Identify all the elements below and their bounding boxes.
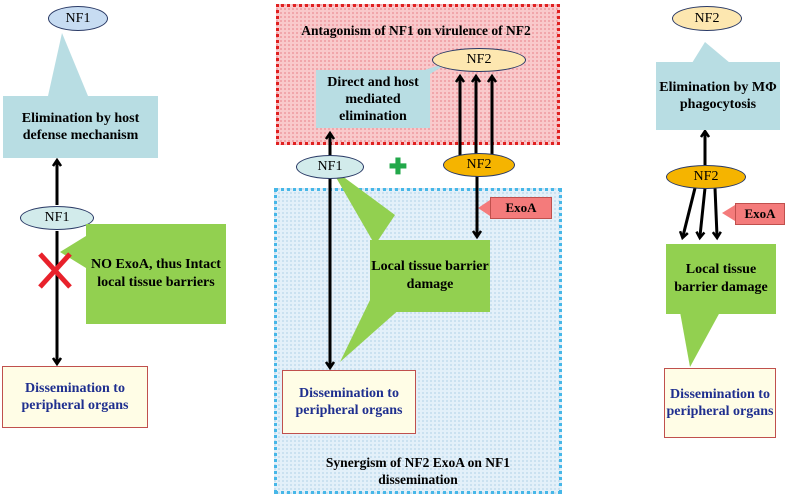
nf2-label: NF2 [466,52,492,67]
nf2-oval-mid: NF2 [666,165,746,189]
synergism-title: Synergism of NF2 ExoA on NF1 disseminati… [325,455,511,487]
callout-tail-mid-green-down [340,300,410,362]
damage-text: Local tissue barrier damage [674,262,768,295]
exoa-tag-tail-right [722,205,735,221]
nf2-label: NF2 [693,169,719,184]
nf2-oval-top: NF2 [672,6,742,31]
dissemination-text: Dissemination to peripheral organs [295,386,403,418]
dissemination-box-right: Dissemination to peripheral organs [664,368,776,438]
elimination-callout-right: Elimination by MΦ phagocytosis [656,62,780,130]
callout-tail-left-green [60,236,86,268]
damage-text: Local tissue barrier damage [371,259,489,292]
callout-tail-mid-green-up [330,167,395,245]
plus-icon: ✚ [388,154,408,179]
exoa-tag-mid: ExoA [490,197,552,219]
dissemination-box-left: Dissemination to peripheral organs [2,366,148,428]
damage-callout-mid: Local tissue barrier damage [370,240,490,312]
damage-callout-right: Local tissue barrier damage [666,244,776,314]
nf1-oval-top: NF1 [48,6,108,31]
callout-tail-left-blue [48,33,88,96]
dissemination-text: Dissemination to peripheral organs [666,387,774,419]
exoa-tag-right: ExoA [735,203,785,225]
callout-tail-right-blue [692,42,730,63]
dissemination-text: Dissemination to peripheral organs [21,381,129,413]
arrow-right-down-2 [700,187,707,236]
callout-tail-right-green [680,312,720,367]
direct-elimination-text: Direct and host mediated elimination [327,74,419,124]
no-exoa-text: NO ExoA, thus Intact local tissue barrie… [91,257,221,290]
nf2-label: NF2 [694,10,720,26]
dissemination-box-mid: Dissemination to peripheral organs [282,370,416,434]
antagonism-title: Antagonism of NF1 on virulence of NF2 [301,22,531,38]
elimination-text: Elimination by MΦ phagocytosis [659,80,777,112]
cross-icon [38,252,72,289]
arrow-right-down-1 [683,187,697,236]
exoa-tag-tail-mid [478,200,490,216]
nf1-oval-mid: NF1 [20,206,94,230]
nf1-oval-mid: NF1 [296,155,364,179]
nf2-oval-top: NF2 [432,48,526,72]
elimination-callout-left: Elimination by host defense mechanism [3,96,158,158]
elimination-text: Elimination by host defense mechanism [21,111,140,143]
nf2-oval-mid: NF2 [443,153,515,177]
nf2-label: NF2 [466,157,492,172]
nf1-label: NF1 [317,159,343,174]
no-exoa-callout: NO ExoA, thus Intact local tissue barrie… [86,224,226,324]
nf1-label: NF1 [44,210,70,225]
direct-elimination-callout: Direct and host mediated elimination [316,70,430,128]
arrow-right-down-3 [715,187,717,236]
synergism-panel [274,188,562,494]
nf1-label: NF1 [65,10,91,26]
